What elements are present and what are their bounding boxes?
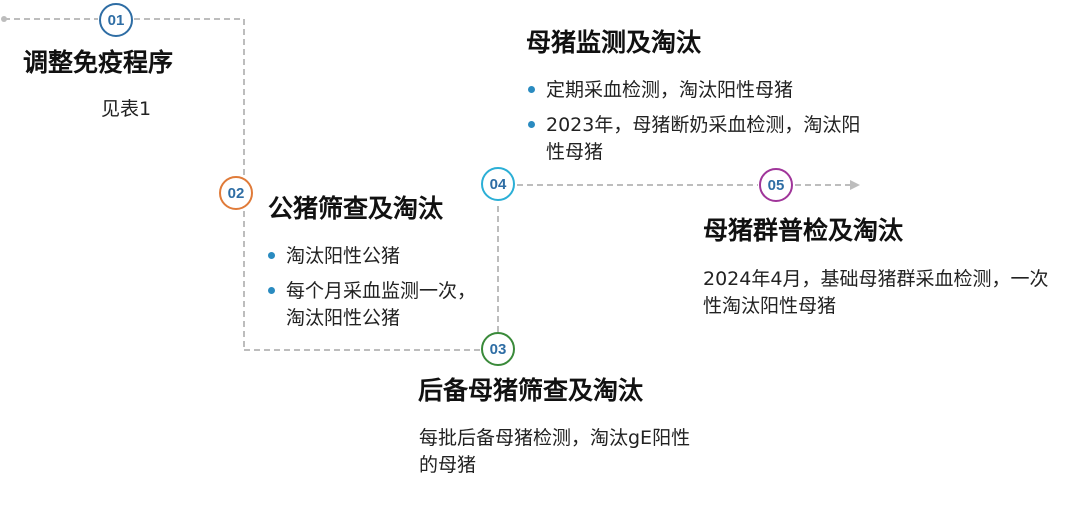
step-05-body: 2024年4月，基础母猪群采血检测，一次性淘汰阳性母猪 <box>703 268 1049 317</box>
step-02-bullet-item: 每个月采血监测一次，淘汰阳性公猪 <box>266 278 481 332</box>
step-01-badge: 01 <box>99 3 133 37</box>
step-03-body: 每批后备母猪检测，淘汰gE阳性的母猪 <box>419 427 691 476</box>
step-04-badge: 04 <box>481 167 515 201</box>
step-05-badge: 05 <box>759 168 793 202</box>
step-02-bullet-item: 淘汰阳性公猪 <box>266 243 481 270</box>
step-02-badge: 02 <box>219 176 253 210</box>
step-04-bullet-item: 2023年，母猪断奶采血检测，淘汰阳性母猪 <box>526 112 871 166</box>
step-03-title: 后备母猪筛查及淘汰 <box>418 376 644 405</box>
step-03-badge: 03 <box>481 332 515 366</box>
step-02-title: 公猪筛查及淘汰 <box>268 194 444 223</box>
arrow-head-icon <box>850 180 860 190</box>
step-01-body: 见表1 <box>101 98 152 120</box>
timeline-start-dot <box>1 16 7 22</box>
step-05-title: 母猪群普检及淘汰 <box>703 216 904 245</box>
step-04-bullet-list: 定期采血检测，淘汰阳性母猪 2023年，母猪断奶采血检测，淘汰阳性母猪 <box>526 77 871 174</box>
step-04-title: 母猪监测及淘汰 <box>526 28 702 57</box>
step-01-title: 调整免疫程序 <box>23 48 174 77</box>
step-04-bullet-item: 定期采血检测，淘汰阳性母猪 <box>526 77 871 104</box>
step-02-bullet-list: 淘汰阳性公猪 每个月采血监测一次，淘汰阳性公猪 <box>266 243 481 340</box>
